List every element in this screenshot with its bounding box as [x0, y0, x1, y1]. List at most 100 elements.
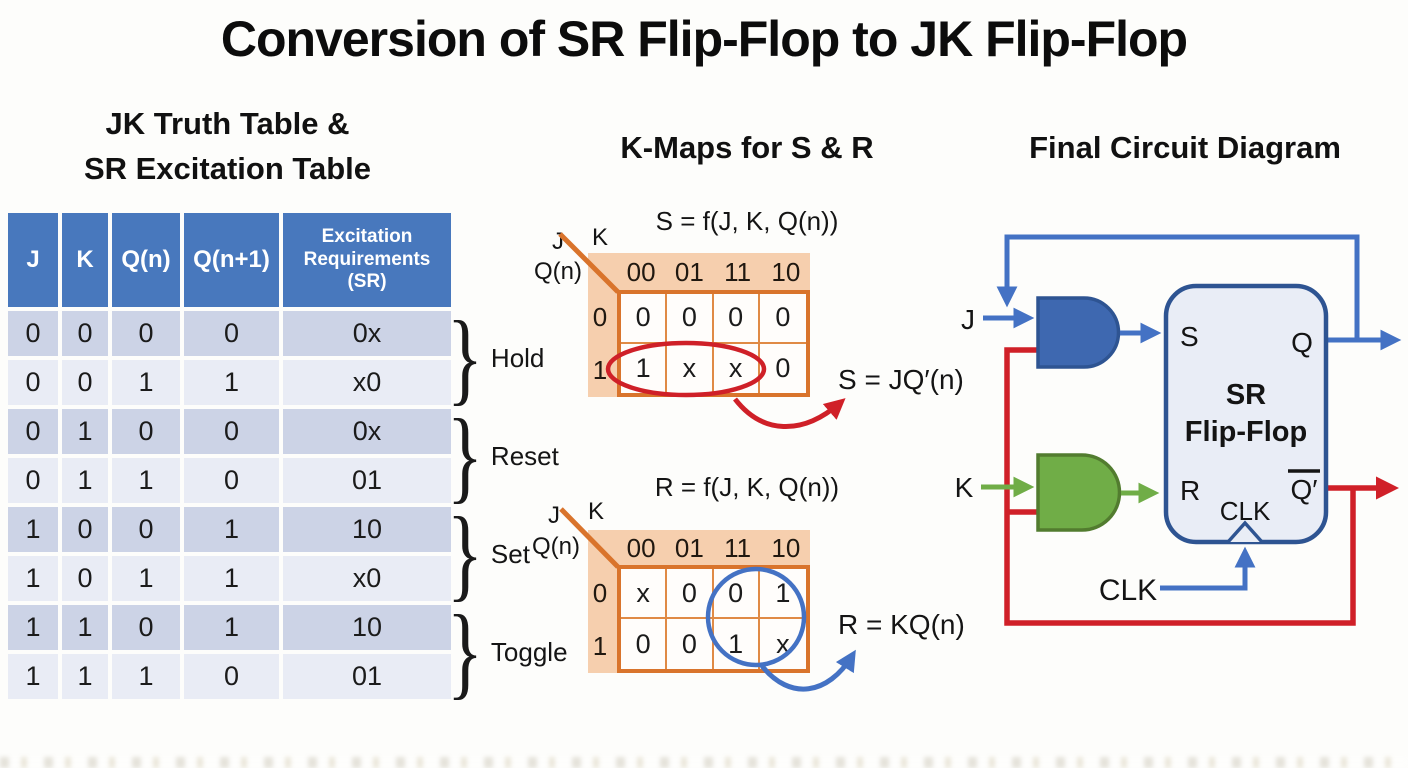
jk-sr-truth-table: J K Q(n) Q(n+1) Excitation Requirements …	[8, 213, 451, 699]
table-cell: 10	[283, 605, 451, 650]
s-map-corner-qn: Q(n)	[534, 258, 582, 285]
table-cell: 1	[62, 654, 108, 699]
r-map-col-headers: 00 01 11 10	[617, 533, 810, 564]
table-cell: 10	[283, 507, 451, 552]
s-map-col-10: 10	[771, 257, 801, 287]
table-cell: 1	[62, 458, 108, 503]
table-cell: 0	[62, 556, 108, 601]
r-map-corner-k: K	[588, 498, 605, 525]
circuit-heading: Final Circuit Diagram	[1029, 130, 1341, 165]
r-map-corner-j: J	[548, 502, 560, 529]
cropped-bottom-text-artifact	[0, 757, 1408, 768]
table-cell: 0x	[283, 311, 451, 356]
r-map-row-band	[588, 565, 617, 673]
s-map-cell: 0	[759, 294, 806, 344]
s-map-cell: x	[667, 343, 714, 393]
table-cell: 0	[8, 360, 58, 405]
sr-flipflop-box	[1163, 283, 1329, 545]
s-map-result-arrow	[733, 397, 846, 429]
group-label-reset: Reset	[490, 440, 559, 471]
pin-clk-inner-label: CLK	[1220, 496, 1271, 526]
s-map-col-00: 00	[626, 257, 656, 287]
r-map-title: R = f(J, K, Q(n))	[654, 472, 840, 502]
s-map-cell: 0	[775, 352, 791, 383]
table-cell: 0	[112, 311, 180, 356]
pin-qbar-label: Q′	[1290, 474, 1317, 505]
group-toggle: } Toggle	[446, 594, 568, 709]
table-cell: 0	[112, 507, 180, 552]
table-cell: 0	[112, 605, 180, 650]
r-map-cell: x	[621, 569, 668, 619]
col-header-qn: Q(n)	[112, 213, 180, 307]
input-j-label: J	[961, 304, 975, 335]
s-map-cell: 0	[713, 294, 760, 344]
r-map-row-1: 1	[592, 631, 608, 661]
table-cell: 0	[8, 409, 58, 454]
r-map-corner-qn: Q(n)	[532, 533, 580, 560]
col-header-qn1: Q(n+1)	[184, 213, 279, 307]
r-map-cell: 1	[714, 619, 760, 669]
group-label-set: Set	[490, 538, 530, 569]
s-map-header-band	[588, 253, 810, 290]
table-cell: 0x	[283, 409, 451, 454]
s-map-cell: 0	[667, 294, 714, 344]
q-feedback-wire	[996, 234, 1360, 338]
table-cell: x0	[283, 360, 451, 405]
truth-table-heading-line1: JK Truth Table &	[105, 106, 350, 141]
group-label-hold: Hold	[490, 342, 545, 373]
and-gate-k	[1036, 453, 1122, 532]
r-map-cell: 0	[713, 569, 760, 619]
table-cell: 0	[184, 458, 279, 503]
table-cell: 1	[112, 360, 180, 405]
pin-r-label: R	[1180, 475, 1200, 506]
input-clk-wire	[1160, 546, 1256, 591]
group-reset: } Reset	[446, 398, 559, 513]
table-cell: 0	[112, 409, 180, 454]
box-title-sr: SR	[1226, 379, 1266, 411]
kmaps-heading: K-Maps for S & R	[620, 130, 874, 165]
group-set: } Set	[446, 496, 530, 611]
table-cell: 0	[62, 507, 108, 552]
truth-table-heading: JK Truth Table & SR Excitation Table	[25, 102, 430, 192]
r-map-col-11: 11	[724, 533, 752, 563]
s-map-row-1: 1	[592, 355, 608, 385]
box-title-flipflop: Flip-Flop	[1185, 416, 1307, 448]
table-cell: 0	[62, 311, 108, 356]
table-cell: 1	[62, 409, 108, 454]
s-map-corner-j: J	[552, 228, 564, 255]
r-map-cell: 0	[667, 619, 714, 669]
table-cell: 1	[8, 556, 58, 601]
table-cell: 1	[184, 605, 279, 650]
r-map-col-00: 00	[626, 533, 656, 563]
r-map-cell: 1	[759, 569, 806, 619]
s-map-corner-k: K	[592, 224, 609, 251]
s-map-cell: 0	[621, 294, 668, 344]
qbar-feedback-wire	[1004, 347, 1356, 626]
table-cell: 1	[112, 458, 180, 503]
table-cell: x0	[283, 556, 451, 601]
r-map-cell: 0	[621, 619, 668, 669]
s-map-title: S = f(J, K, Q(n))	[655, 206, 839, 236]
table-cell: 1	[112, 556, 180, 601]
r-map-cell: 0	[667, 569, 714, 619]
table-cell: 0	[8, 458, 58, 503]
s-map-row-0: 0	[592, 302, 608, 332]
s-map-grid: 0 0 0 0 1 x x 0	[617, 290, 810, 397]
s-map-cell: x	[714, 343, 760, 393]
table-cell: 0	[8, 311, 58, 356]
r-map-grid: x 0 0 1 0 0 1 x	[617, 565, 810, 673]
r-map-row-0: 0	[592, 578, 608, 608]
table-cell: 0	[62, 360, 108, 405]
pin-q-label: Q	[1291, 327, 1313, 358]
s-map-col-01: 01	[674, 257, 704, 287]
r-map-col-01: 01	[674, 533, 704, 563]
truth-table-heading-line2: SR Excitation Table	[83, 150, 372, 186]
group-label-toggle: Toggle	[490, 636, 568, 667]
table-cell: 1	[184, 556, 279, 601]
table-cell: 1	[8, 507, 58, 552]
s-map-col-headers: 00 01 11 10	[617, 257, 810, 288]
table-cell: 1	[184, 507, 279, 552]
table-cell: 0	[184, 311, 279, 356]
col-header-excitation: Excitation Requirements (SR)	[283, 213, 451, 307]
input-k-label: K	[955, 472, 974, 503]
